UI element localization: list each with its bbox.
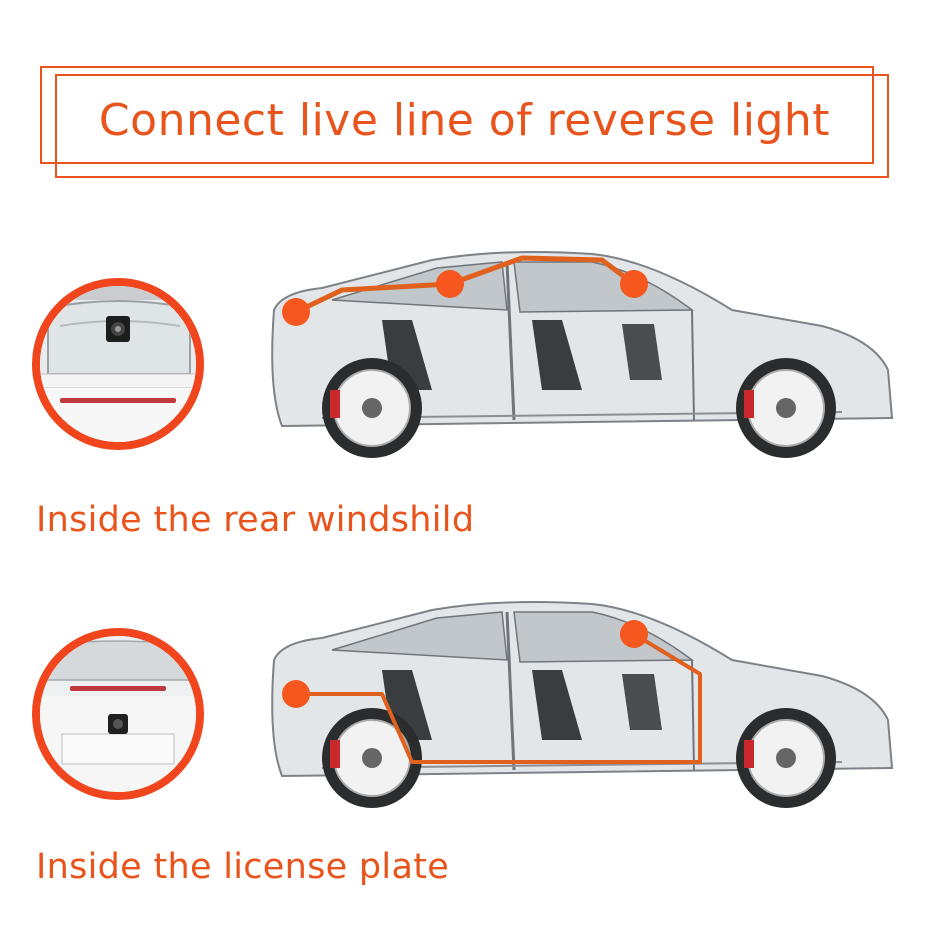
section-label-rear-windshield: Inside the rear windshild [36,500,475,540]
title-frame-inner [55,74,889,178]
rear-windshield-zoom-image [32,278,204,450]
page-title: Connect live line of reverse light [98,94,831,146]
license-plate-zoom-image [32,628,204,800]
car-diagram-rear-windshield [262,240,902,470]
car-diagram-license-plate [262,590,902,820]
title-frame-outer [40,66,874,164]
section-label-license-plate: Inside the license plate [36,847,450,887]
